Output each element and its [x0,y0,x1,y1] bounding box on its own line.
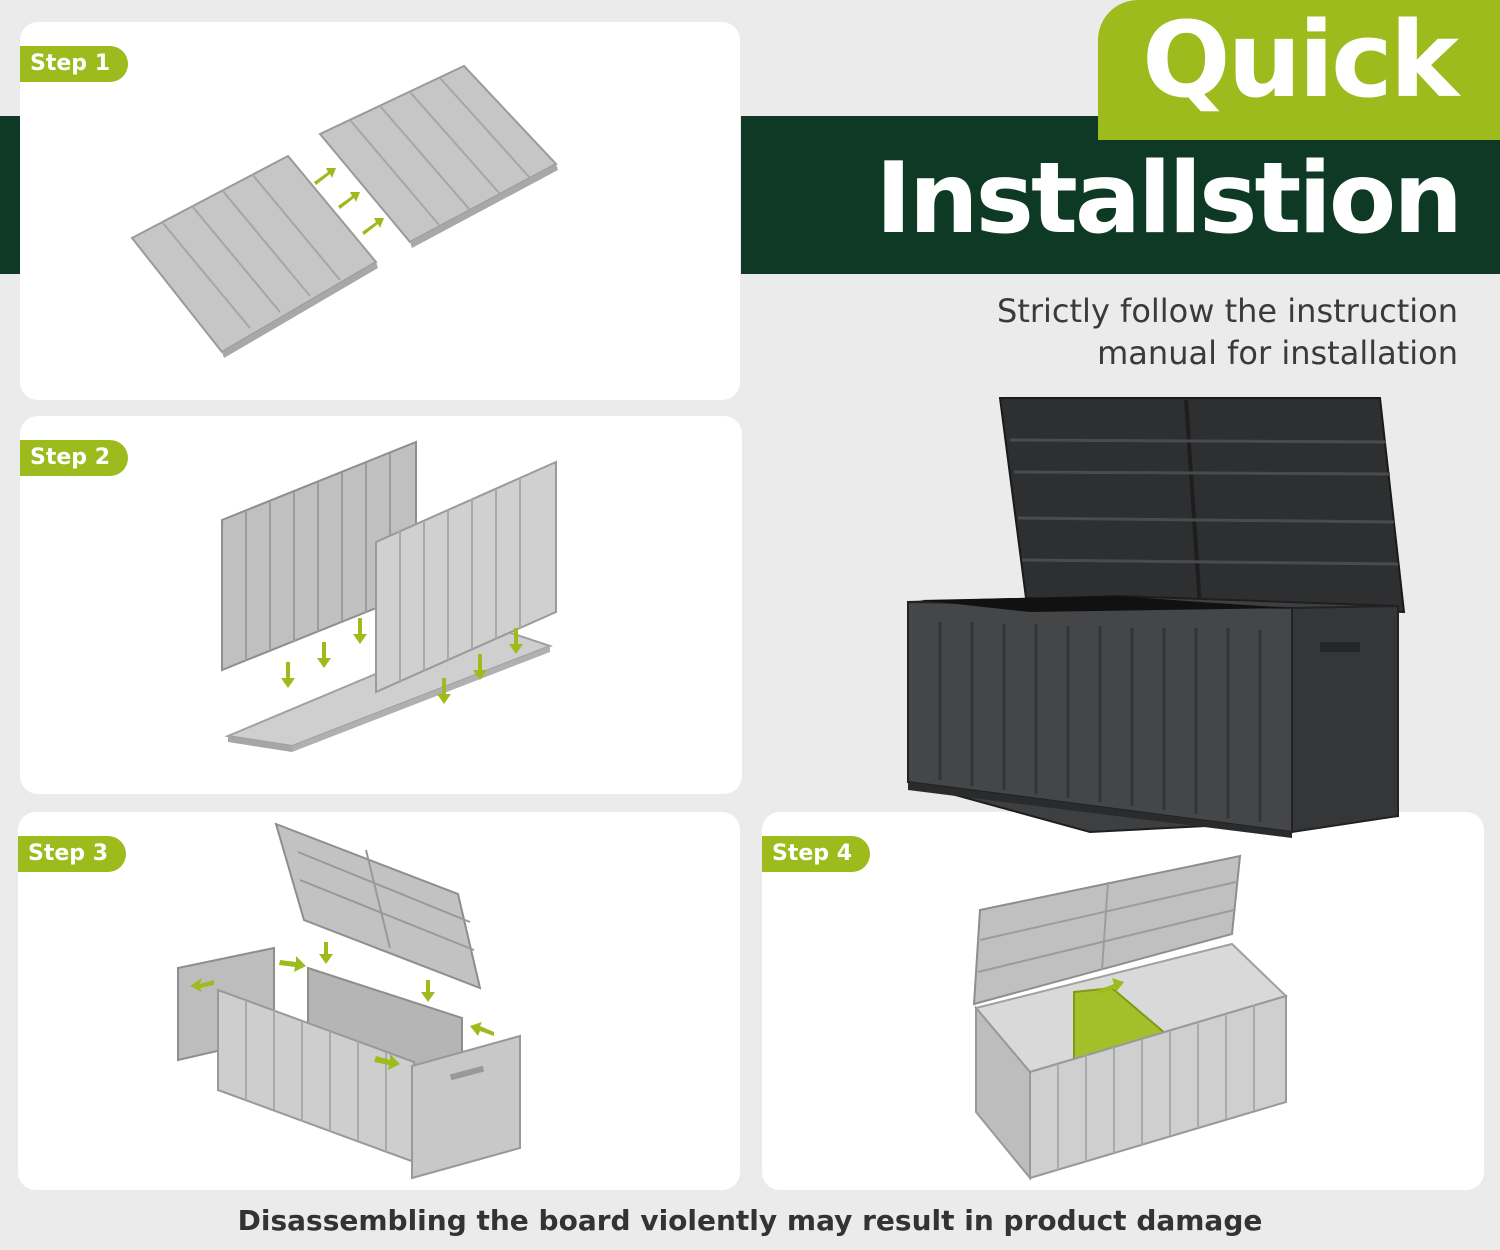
back-wall-panel [221,440,417,672]
step-4-card: Step 4 [762,812,1484,1190]
lid-panel [274,822,482,990]
step-4-badge: Step 4 [762,836,870,872]
step-1-card: Step 1 [20,22,740,400]
step-3-illustration [177,822,521,1180]
step-1-badge: Step 1 [20,46,128,82]
header-band-left [0,116,20,274]
arrow-down-icon [281,618,523,704]
title-tab [1098,0,1500,140]
side-panel-right [411,1034,521,1180]
header-band [741,116,1500,274]
arrow-right-icon [314,168,384,235]
step-3-card: Step 3 [18,812,740,1190]
hero-box-body [907,594,1399,838]
open-lid [972,854,1242,1006]
floor-panel-left [130,154,378,358]
arrow-left-icon [190,978,494,1036]
title-quick: Quick [1142,0,1459,121]
step-2-badge: Step 2 [20,440,128,476]
step-2-illustration [221,440,557,752]
arrow-right-icon [279,956,400,1070]
floor-panel-right [318,64,558,248]
arrow-right-icon [1098,978,1124,994]
title-installstion: Installstion [875,142,1463,256]
step-2-card: Step 2 [20,416,742,794]
subtitle-line-2: manual for installation [1097,334,1458,372]
subtitle: Strictly follow the instruction manual f… [898,290,1458,374]
front-wall-panel [375,460,557,694]
subtitle-line-1: Strictly follow the instruction [997,292,1458,330]
hero-handle [1320,642,1360,652]
step-1-illustration [130,64,558,358]
hero-lid [998,397,1406,614]
arrow-down-icon [319,942,435,1002]
box-side [975,1005,1031,1181]
product-hero-image [907,397,1406,838]
step-3-badge: Step 3 [18,836,126,872]
step-4-illustration [972,854,1288,1181]
footer-warning: Disassembling the board violently may re… [237,1204,1263,1237]
